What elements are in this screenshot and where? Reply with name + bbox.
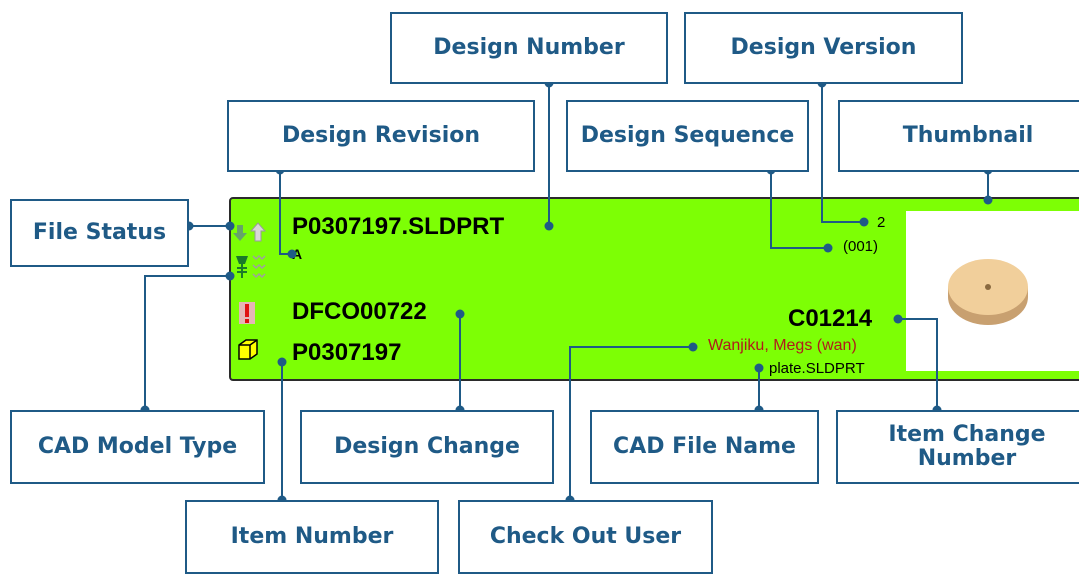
design-sequence-value: (001): [843, 238, 879, 255]
design-change-label: Design Change: [300, 410, 554, 484]
design-change-value[interactable]: DFCO00722: [292, 298, 427, 325]
thumbnail-image[interactable]: [906, 211, 1079, 371]
design-version-label: Design Version: [684, 12, 963, 84]
cad-file-name-label: CAD File Name: [590, 410, 819, 484]
thumbnail-label: Thumbnail: [838, 100, 1079, 172]
design-revision-label: Design Revision: [227, 100, 535, 172]
design-version-value: 2: [877, 214, 886, 231]
check-out-user-label: Check Out User: [458, 500, 713, 574]
item-number-label: Item Number: [185, 500, 439, 574]
design-number-label: Design Number: [390, 12, 668, 84]
cad-model-type-icon: [236, 254, 266, 279]
file-status-label: File Status: [10, 199, 189, 267]
design-change-warning-icon: [239, 302, 255, 324]
check-out-user-value: Wanjiku, Megs (wan): [708, 337, 857, 354]
thumbnail-disc: [948, 259, 1028, 325]
design-revision-value: A: [292, 246, 303, 262]
design-sequence-label: Design Sequence: [566, 100, 809, 172]
design-number-value: P0307197.SLDPRT: [292, 213, 505, 240]
item-number-value[interactable]: P0307197: [292, 339, 402, 366]
item-cube-icon: [238, 339, 258, 360]
file-status-icon[interactable]: [233, 219, 269, 243]
item-change-number-value[interactable]: C01214: [788, 305, 873, 332]
item-change-number-label: Item Change Number: [836, 410, 1079, 484]
cad-file-name-value: plate.SLDPRT: [769, 360, 865, 377]
cad-model-type-label: CAD Model Type: [10, 410, 265, 484]
